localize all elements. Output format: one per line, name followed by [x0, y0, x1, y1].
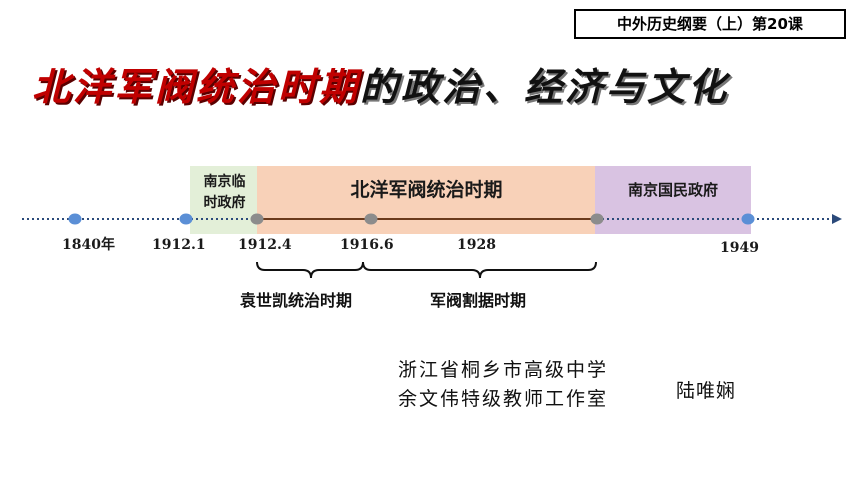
- band-nationalist: [595, 166, 751, 234]
- school-line-2: 余文伟特级教师工作室: [398, 388, 609, 410]
- page-title: 北洋军阀统治时期的政治、经济与文化: [32, 58, 729, 116]
- band-label-nanjing-provisional: 南京临 时政府: [190, 172, 259, 214]
- author-credit: 陆唯娴: [676, 380, 737, 402]
- band-label-nationalist: 南京国民政府: [627, 181, 718, 199]
- timeline-node-1912-4: [250, 213, 264, 225]
- year-label-1912-1: 1912.1: [152, 237, 206, 253]
- timeline-node-1928: [590, 213, 604, 225]
- year-label-1928: 1928: [457, 237, 496, 253]
- band-label-line-2: 时政府: [203, 195, 246, 211]
- school-credit: 浙江省桐乡市高级中学 余文伟特级教师工作室: [398, 356, 608, 414]
- title-highlight: 北洋军阀统治时期: [32, 65, 361, 109]
- school-line-1: 浙江省桐乡市高级中学: [398, 359, 609, 381]
- band-label-beiyang: 北洋军阀统治时期: [350, 179, 503, 201]
- period-label-yuan-shikai: 袁世凯统治时期: [240, 291, 353, 310]
- course-tag: 中外历史纲要（上）第20课: [574, 9, 846, 39]
- year-label-1949: 1949: [720, 240, 759, 256]
- year-label-1840: 1840年: [62, 237, 115, 253]
- timeline-arrow-head: [832, 214, 842, 224]
- year-label-1912-4: 1912.4: [238, 237, 292, 253]
- timeline-node-1912-1: [179, 213, 193, 225]
- band-nanjing-provisional: [190, 166, 259, 234]
- timeline-node-1916-6: [364, 213, 378, 225]
- brace-warlord: [362, 261, 597, 279]
- year-label-1916-6: 1916.6: [340, 237, 394, 253]
- timeline-node-1949: [741, 213, 755, 225]
- period-label-warlord: 军阀割据时期: [430, 291, 527, 310]
- brace-yuan-shikai: [256, 261, 364, 279]
- timeline-node-1840: [68, 213, 82, 225]
- band-beiyang: [257, 166, 596, 234]
- band-label-line-1: 南京临: [203, 174, 246, 190]
- title-rest: 的政治、经济与文化: [360, 65, 730, 109]
